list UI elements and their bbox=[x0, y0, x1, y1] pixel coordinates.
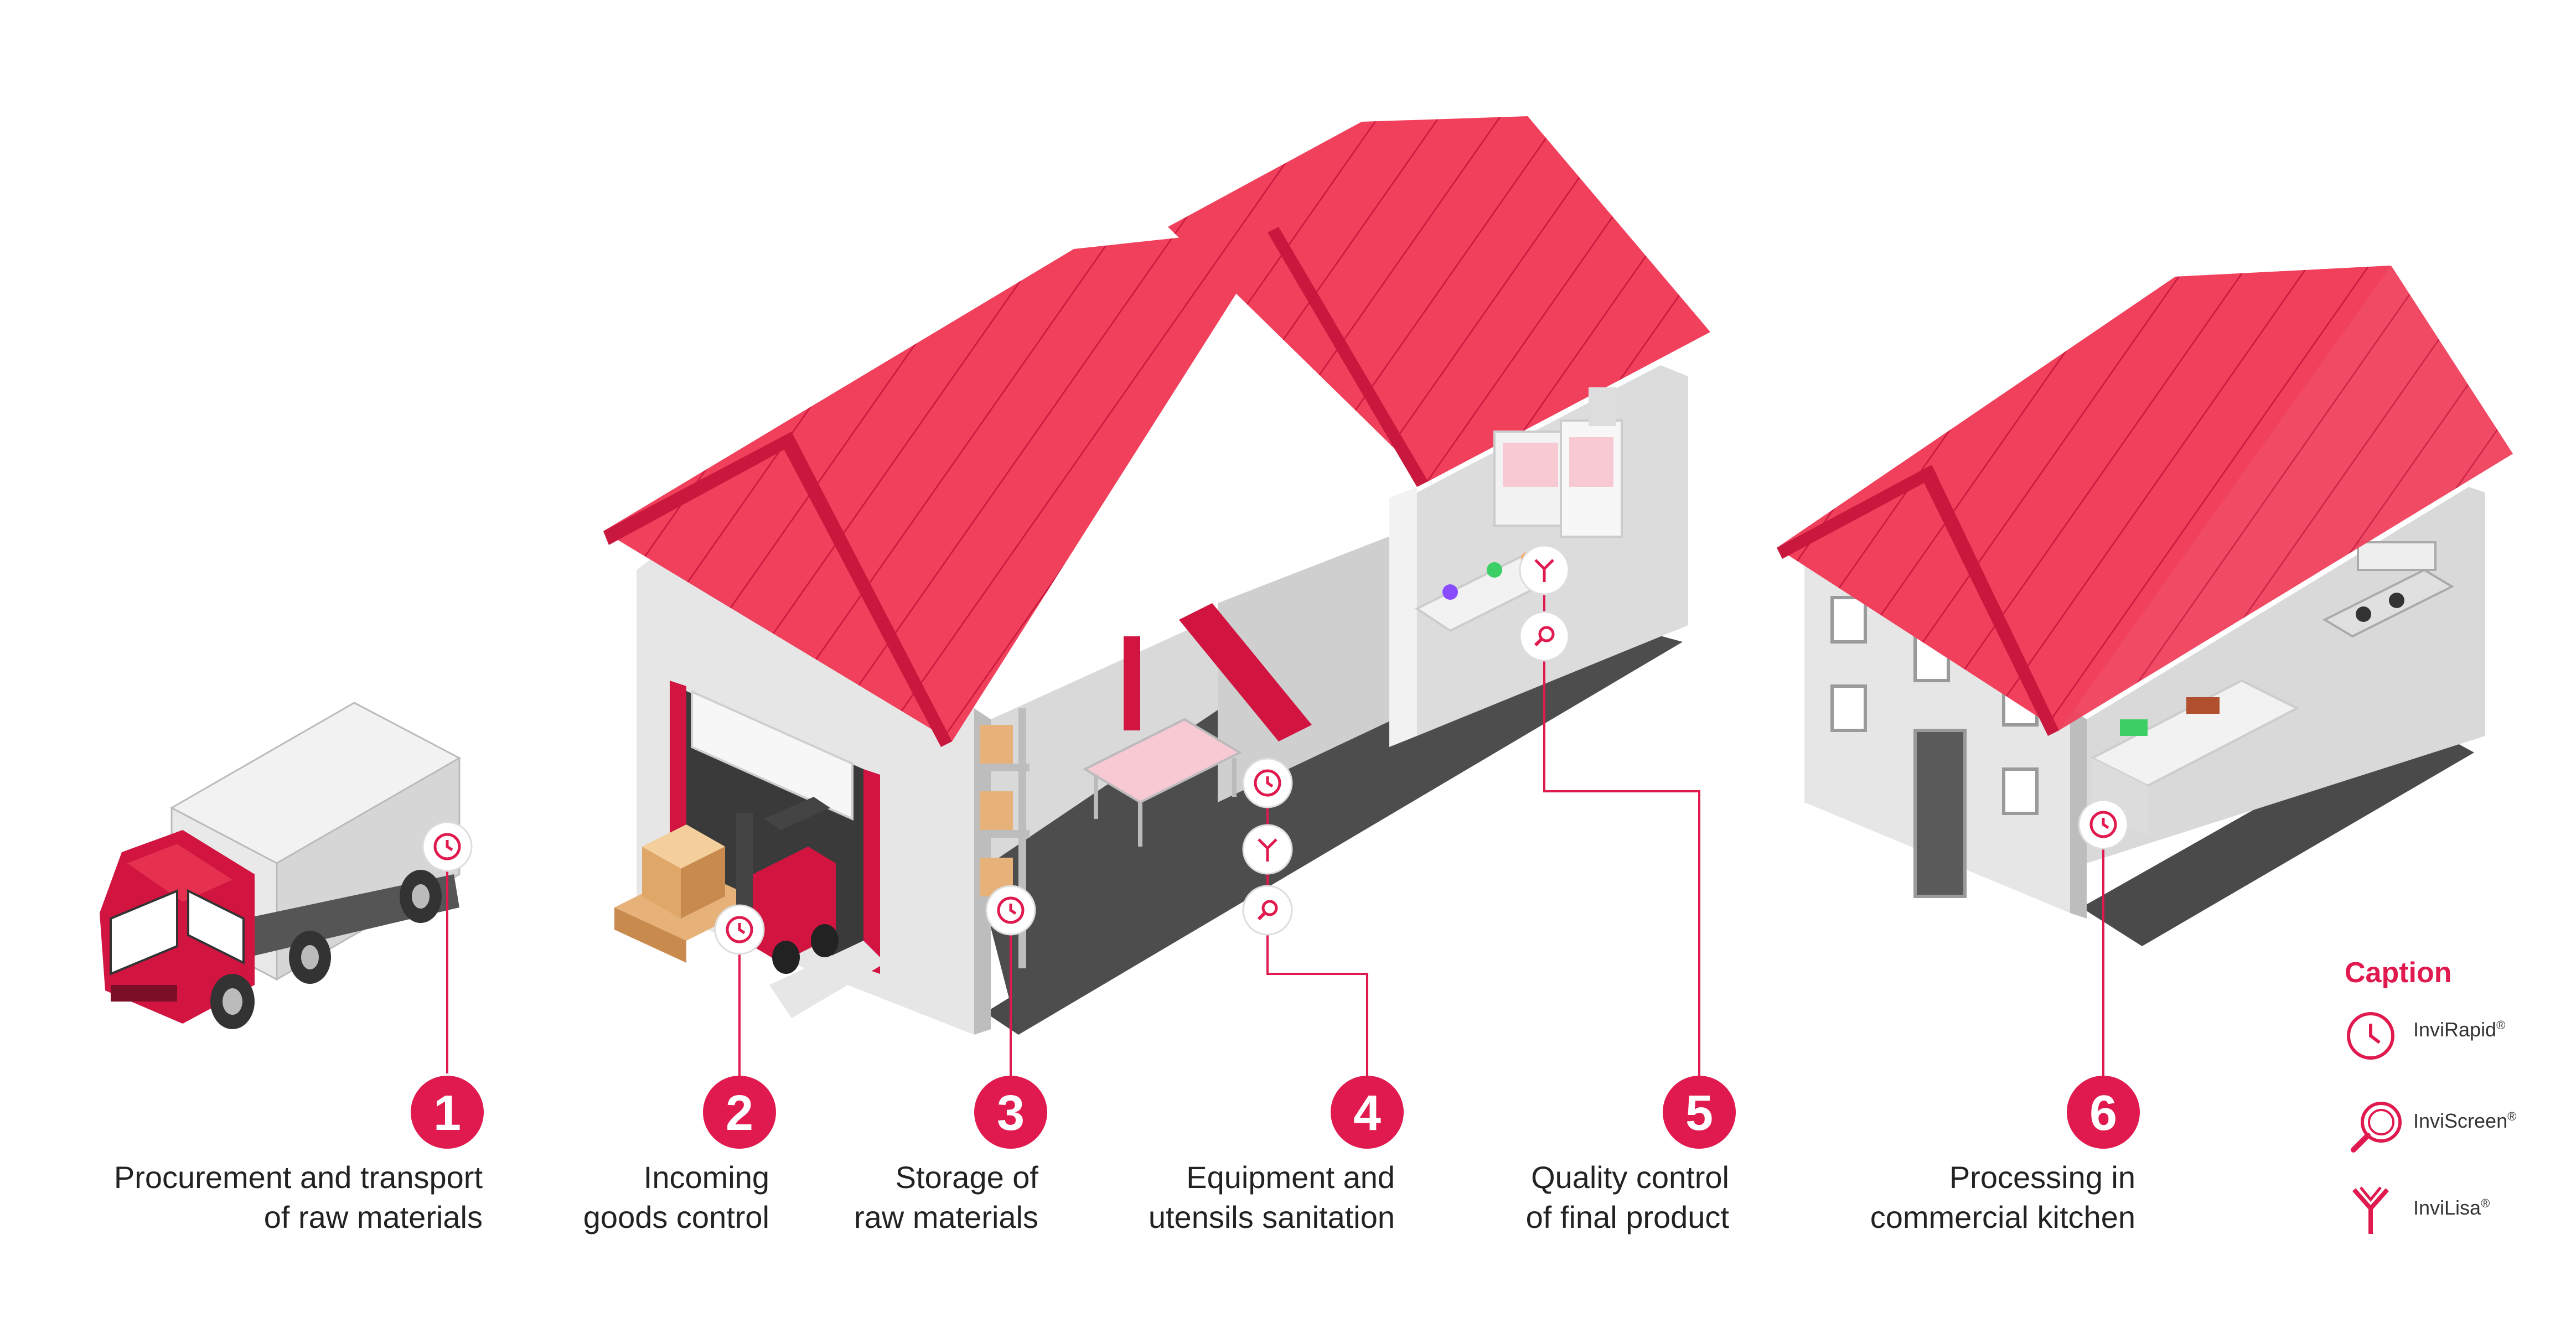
clock-icon bbox=[2078, 799, 2129, 850]
clock-icon bbox=[422, 821, 473, 872]
step-label-2-line1: Incoming bbox=[643, 1160, 769, 1195]
scene-markers bbox=[422, 544, 2129, 955]
registered-mark: ® bbox=[2481, 1196, 2490, 1210]
step-badge-5: 5 bbox=[1663, 1076, 1736, 1149]
registered-mark: ® bbox=[2507, 1109, 2517, 1123]
svg-text:5: 5 bbox=[1685, 1086, 1713, 1141]
step-label-3: Storage of raw materials bbox=[854, 1158, 1038, 1237]
antibody-icon bbox=[1519, 544, 1570, 595]
step-badge-4: 4 bbox=[1331, 1076, 1404, 1149]
legend-item-label: InviLisa bbox=[2413, 1196, 2481, 1219]
legend-item-inviscreen: InviScreen® bbox=[2413, 1109, 2516, 1133]
clock-icon bbox=[985, 885, 1036, 936]
magnifier-icon bbox=[2351, 1102, 2402, 1153]
step-label-5-line1: Quality control bbox=[1531, 1160, 1729, 1195]
legend-icons bbox=[2347, 1012, 2402, 1234]
magnifier-icon bbox=[1242, 885, 1293, 936]
step-badge-3: 3 bbox=[974, 1076, 1047, 1149]
step-label-4: Equipment and utensils sanitation bbox=[1149, 1158, 1395, 1237]
step-label-3-line1: Storage of bbox=[895, 1160, 1038, 1195]
step-label-4-line1: Equipment and bbox=[1186, 1160, 1395, 1195]
svg-text:2: 2 bbox=[726, 1086, 753, 1141]
registered-mark: ® bbox=[2496, 1018, 2506, 1032]
step-label-5: Quality control of final product bbox=[1526, 1158, 1729, 1237]
step-badge-1: 1 bbox=[411, 1076, 484, 1149]
svg-text:3: 3 bbox=[997, 1086, 1025, 1141]
legend-title: Caption bbox=[2345, 957, 2452, 989]
svg-text:1: 1 bbox=[433, 1086, 461, 1141]
pallet-boxes bbox=[614, 824, 764, 963]
step-badge-6: 6 bbox=[2067, 1076, 2140, 1149]
kitchen-house-illustration bbox=[1777, 266, 2513, 946]
step-label-6-line2: commercial kitchen bbox=[1870, 1200, 2135, 1234]
clock-icon bbox=[714, 904, 765, 955]
svg-text:6: 6 bbox=[2089, 1086, 2117, 1141]
step-label-6-line1: Processing in bbox=[1949, 1160, 2135, 1195]
step-label-6: Processing in commercial kitchen bbox=[1870, 1158, 2135, 1237]
step-label-3-line2: raw materials bbox=[854, 1200, 1038, 1234]
step-label-2: Incoming goods control bbox=[583, 1158, 769, 1237]
step-label-2-line2: goods control bbox=[583, 1200, 769, 1234]
connector-lines bbox=[446, 653, 2104, 1076]
truck-illustration bbox=[100, 702, 462, 1029]
processing-line bbox=[1082, 603, 1312, 847]
step-label-1-line2: of raw materials bbox=[263, 1200, 483, 1234]
step-label-1-line1: Procurement and transport bbox=[113, 1160, 483, 1195]
warehouse-illustration bbox=[603, 116, 1710, 1035]
legend-item-label: InviRapid bbox=[2413, 1018, 2497, 1041]
clock-icon bbox=[2347, 1012, 2394, 1060]
step-label-4-line2: utensils sanitation bbox=[1148, 1200, 1395, 1234]
clock-icon bbox=[1242, 758, 1293, 808]
svg-text:4: 4 bbox=[1353, 1086, 1381, 1141]
legend-item-invilisa: InviLisa® bbox=[2413, 1196, 2490, 1220]
step-badges: 1 2 3 4 5 6 bbox=[411, 1076, 2140, 1149]
magnifier-icon bbox=[1519, 611, 1570, 662]
step-label-1: Procurement and transport of raw materia… bbox=[114, 1158, 483, 1237]
antibody-icon bbox=[1242, 824, 1293, 875]
step-badge-2: 2 bbox=[703, 1076, 776, 1149]
step-label-5-line2: of final product bbox=[1525, 1200, 1729, 1234]
antibody-icon bbox=[2352, 1186, 2389, 1234]
legend-item-invirapid: InviRapid® bbox=[2413, 1018, 2505, 1041]
legend-item-label: InviScreen bbox=[2413, 1109, 2508, 1132]
